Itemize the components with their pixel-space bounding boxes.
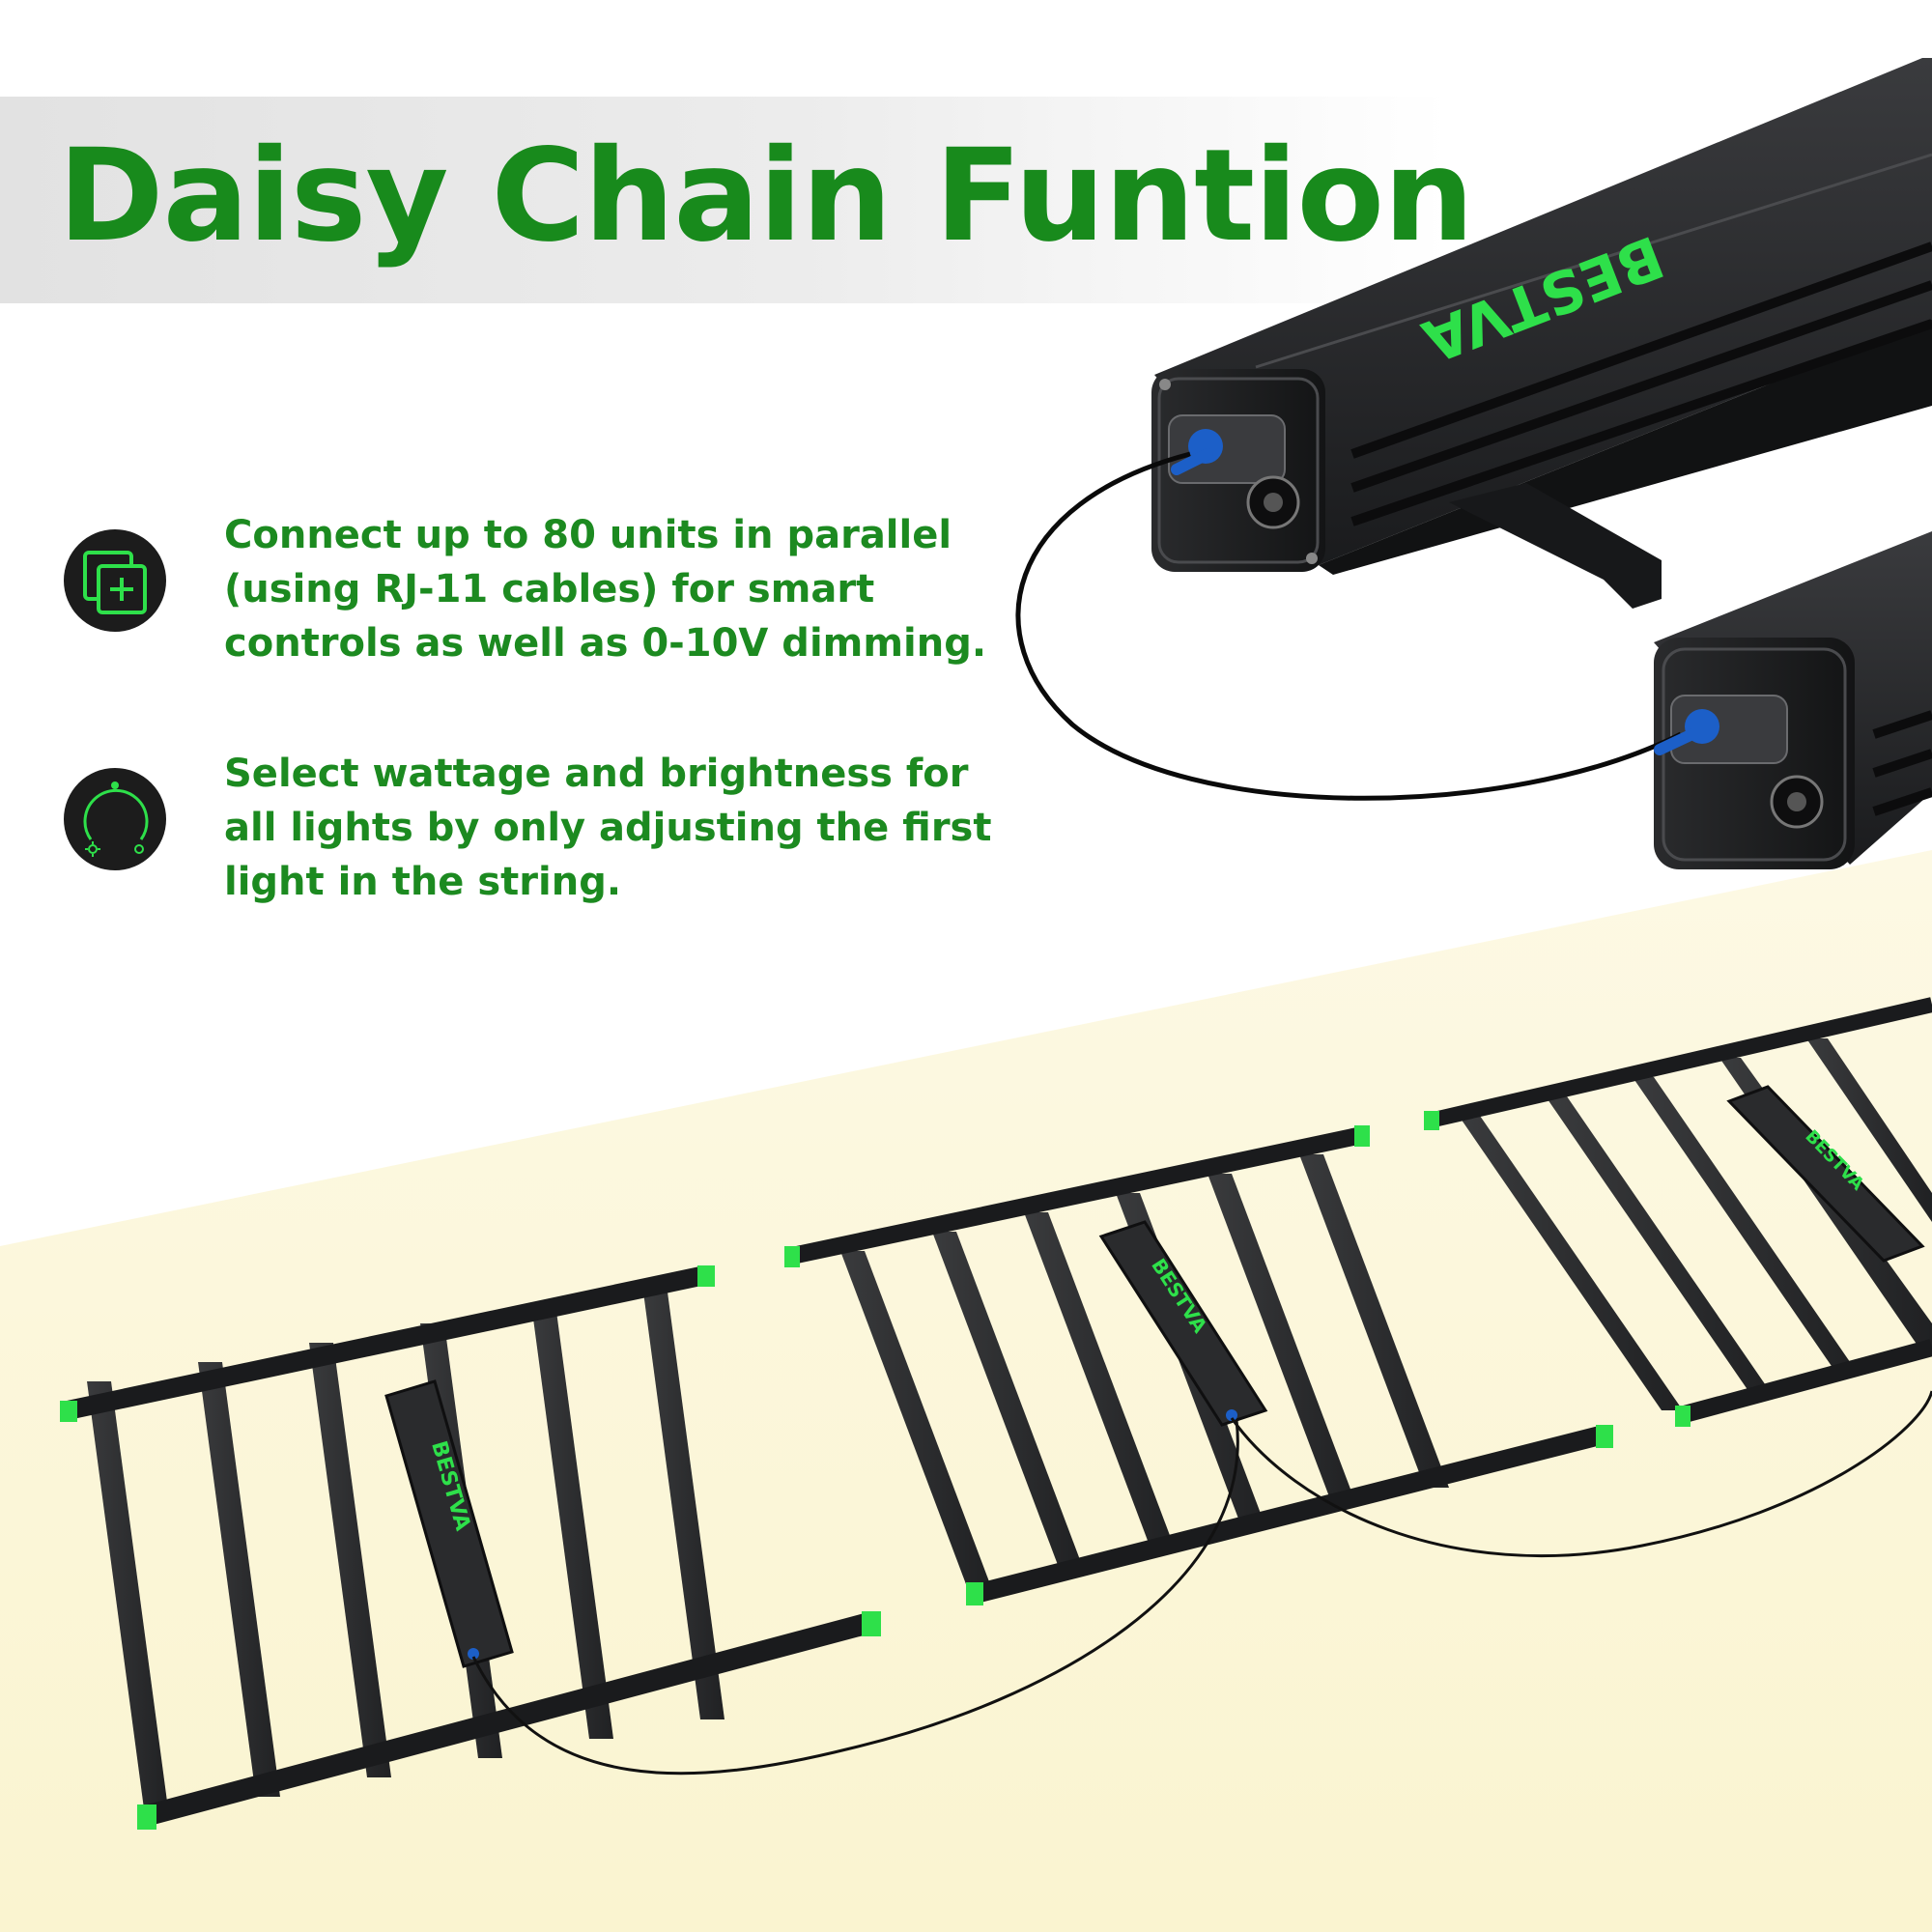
grow-light-fixture-3: BESTVA xyxy=(1424,997,1932,1427)
page-title: Daisy Chain Funtion xyxy=(58,122,1474,270)
dimmer-knob-icon xyxy=(64,768,166,870)
rj11-cable xyxy=(1015,451,1683,801)
title-band xyxy=(0,97,1449,303)
grow-light-fixture-1: BESTVA xyxy=(60,1265,881,1830)
feature-text-parallel: Connect up to 80 units in parallel (usin… xyxy=(224,513,987,666)
chain-cable-1 xyxy=(471,1419,1239,1776)
grow-light-fixture-2: BESTVA xyxy=(784,1125,1613,1605)
feature-text-dimmer: Select wattage and brightness for all li… xyxy=(224,752,992,904)
parallel-connect-icon xyxy=(64,529,166,632)
driver-closeup-lower xyxy=(1654,531,1932,869)
chain-cable-2 xyxy=(1230,1390,1932,1558)
